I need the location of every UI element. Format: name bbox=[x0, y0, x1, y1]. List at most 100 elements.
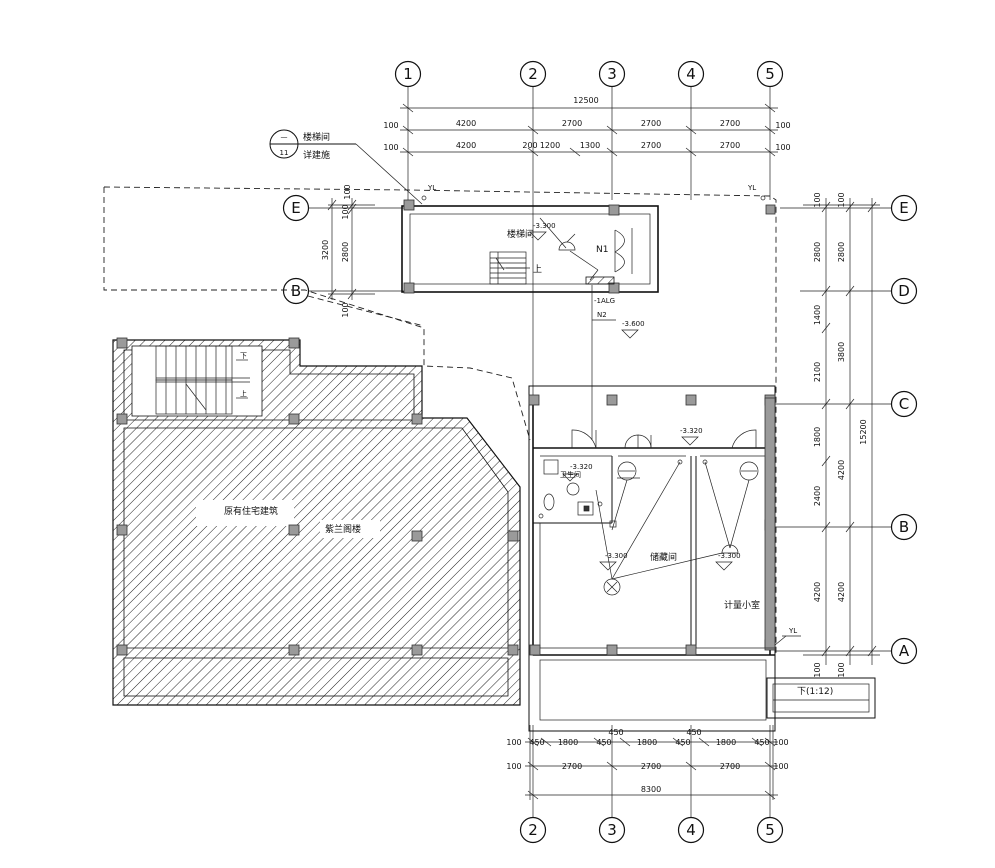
svg-text:100: 100 bbox=[775, 143, 790, 152]
site-boundary-dashed bbox=[307, 295, 425, 327]
svg-text:450: 450 bbox=[608, 728, 623, 737]
svg-text:-1ALG: -1ALG bbox=[594, 297, 615, 305]
svg-text:YL: YL bbox=[747, 184, 756, 192]
svg-text:A: A bbox=[899, 642, 910, 660]
basement-building: 卫生间 -3.320 -3.320 储藏间 -3.300 -3.300 计量小室 bbox=[528, 385, 801, 732]
svg-text:下(1:12): 下(1:12) bbox=[797, 687, 833, 697]
svg-text:15200: 15200 bbox=[859, 419, 868, 444]
svg-text:4200: 4200 bbox=[456, 141, 476, 150]
svg-text:-3.600: -3.600 bbox=[622, 320, 645, 328]
svg-text:100: 100 bbox=[341, 204, 350, 219]
svg-text:卫生间: 卫生间 bbox=[560, 470, 581, 479]
axis-bubble-right-B: B bbox=[890, 513, 918, 541]
axis-bubble-left-B: B bbox=[282, 277, 310, 305]
svg-text:下: 下 bbox=[240, 352, 247, 360]
light-fixture-stair bbox=[539, 217, 599, 281]
svg-text:1800: 1800 bbox=[813, 427, 822, 447]
svg-text:1200: 1200 bbox=[540, 141, 560, 150]
svg-text:2700: 2700 bbox=[562, 762, 582, 771]
axis-bubble-bottom-5: 5 bbox=[756, 816, 784, 844]
svg-text:2700: 2700 bbox=[720, 119, 740, 128]
svg-text:-3.320: -3.320 bbox=[680, 427, 703, 435]
svg-text:C: C bbox=[899, 395, 909, 413]
svg-text:4200: 4200 bbox=[837, 582, 846, 602]
svg-text:5: 5 bbox=[765, 821, 775, 839]
axis-bubble-top-2: 2 bbox=[519, 60, 547, 88]
toilet-fixtures bbox=[538, 459, 603, 519]
svg-text:N1: N1 bbox=[596, 245, 608, 255]
axis-bubbles-top: 1 2 3 4 5 bbox=[394, 60, 784, 420]
svg-text:100: 100 bbox=[775, 121, 790, 130]
axis-bubbles-bottom: 2 3 4 5 bbox=[519, 725, 784, 844]
svg-text:上: 上 bbox=[533, 264, 542, 275]
svg-text:楼梯间: 楼梯间 bbox=[507, 228, 534, 240]
axis-bubbles-right: E D C B A bbox=[775, 194, 918, 665]
svg-text:1400: 1400 bbox=[813, 305, 822, 325]
axis-bubble-top-4: 4 bbox=[677, 60, 705, 88]
svg-text:100: 100 bbox=[506, 738, 521, 747]
dimension-top: 12500 100 4200 2700 2700 2700 100 100 42… bbox=[383, 96, 791, 157]
svg-text:D: D bbox=[898, 282, 910, 300]
svg-text:2800: 2800 bbox=[837, 242, 846, 262]
svg-text:2700: 2700 bbox=[641, 141, 661, 150]
svg-text:3: 3 bbox=[607, 821, 617, 839]
svg-text:8300: 8300 bbox=[641, 785, 661, 794]
svg-text:1: 1 bbox=[403, 65, 413, 83]
axis-bubble-right-C: C bbox=[890, 390, 918, 418]
axis-bubble-bottom-2: 2 bbox=[519, 816, 547, 844]
roof-outline-dashed bbox=[103, 186, 777, 656]
svg-text:100: 100 bbox=[813, 192, 822, 207]
axis-bubble-right-A: A bbox=[890, 637, 918, 665]
svg-text:上: 上 bbox=[240, 389, 247, 398]
svg-text:-3.300: -3.300 bbox=[533, 222, 556, 230]
axis-bubble-bottom-4: 4 bbox=[677, 816, 705, 844]
axis-bubble-right-D: D bbox=[890, 277, 918, 305]
svg-text:2100: 2100 bbox=[813, 362, 822, 382]
svg-text:N2: N2 bbox=[597, 311, 607, 319]
svg-text:3800: 3800 bbox=[837, 342, 846, 362]
lighting-fixtures bbox=[595, 459, 759, 596]
existing-building-hatched: 下 上 原有住宅建筑 紫兰阁楼 bbox=[112, 337, 521, 706]
svg-text:100: 100 bbox=[383, 121, 398, 130]
svg-text:100: 100 bbox=[773, 738, 788, 747]
svg-text:计量小室: 计量小室 bbox=[724, 599, 760, 611]
axis-bubble-top-5: 5 bbox=[756, 60, 784, 88]
svg-text:B: B bbox=[899, 518, 909, 536]
stair-building: 上 楼梯间 N1 -3.300 YL YL bbox=[401, 184, 776, 294]
svg-text:4200: 4200 bbox=[813, 582, 822, 602]
door-n1 bbox=[614, 228, 633, 274]
svg-text:12500: 12500 bbox=[573, 96, 598, 105]
svg-text:100: 100 bbox=[773, 762, 788, 771]
svg-text:450: 450 bbox=[754, 738, 769, 747]
svg-text:储藏间: 储藏间 bbox=[650, 551, 677, 563]
svg-text:100: 100 bbox=[343, 184, 352, 199]
svg-text:-3.300: -3.300 bbox=[718, 552, 741, 560]
svg-text:4: 4 bbox=[686, 65, 696, 83]
svg-text:-3.300: -3.300 bbox=[605, 552, 628, 560]
svg-text:200: 200 bbox=[522, 141, 537, 150]
ramp: 下(1:12) bbox=[766, 677, 876, 719]
svg-text:2700: 2700 bbox=[562, 119, 582, 128]
svg-text:YL: YL bbox=[788, 627, 797, 635]
dimension-bottom: 100 450 1800 450 1800 450 1800 450 100 4… bbox=[506, 725, 789, 800]
svg-text:4200: 4200 bbox=[837, 460, 846, 480]
svg-text:2700: 2700 bbox=[720, 141, 740, 150]
svg-text:450: 450 bbox=[529, 738, 544, 747]
svg-text:2700: 2700 bbox=[641, 119, 661, 128]
dimension-right: 100 2800 1400 2100 1800 2400 4200 100 10… bbox=[803, 192, 880, 678]
svg-text:YL: YL bbox=[427, 184, 436, 192]
svg-text:1800: 1800 bbox=[558, 738, 578, 747]
svg-text:紫兰阁楼: 紫兰阁楼 bbox=[325, 523, 361, 535]
svg-text:E: E bbox=[291, 199, 300, 217]
axis-bubble-bottom-3: 3 bbox=[598, 816, 626, 844]
svg-text:11: 11 bbox=[280, 149, 289, 157]
svg-text:4200: 4200 bbox=[456, 119, 476, 128]
axis-bubble-left-E: E bbox=[282, 194, 310, 222]
svg-text:1800: 1800 bbox=[716, 738, 736, 747]
electrical-panel bbox=[585, 276, 615, 285]
svg-text:E: E bbox=[899, 199, 908, 217]
svg-text:B: B bbox=[291, 282, 301, 300]
axis-bubble-right-E: E bbox=[890, 194, 918, 222]
svg-text:详建施: 详建施 bbox=[303, 149, 330, 161]
